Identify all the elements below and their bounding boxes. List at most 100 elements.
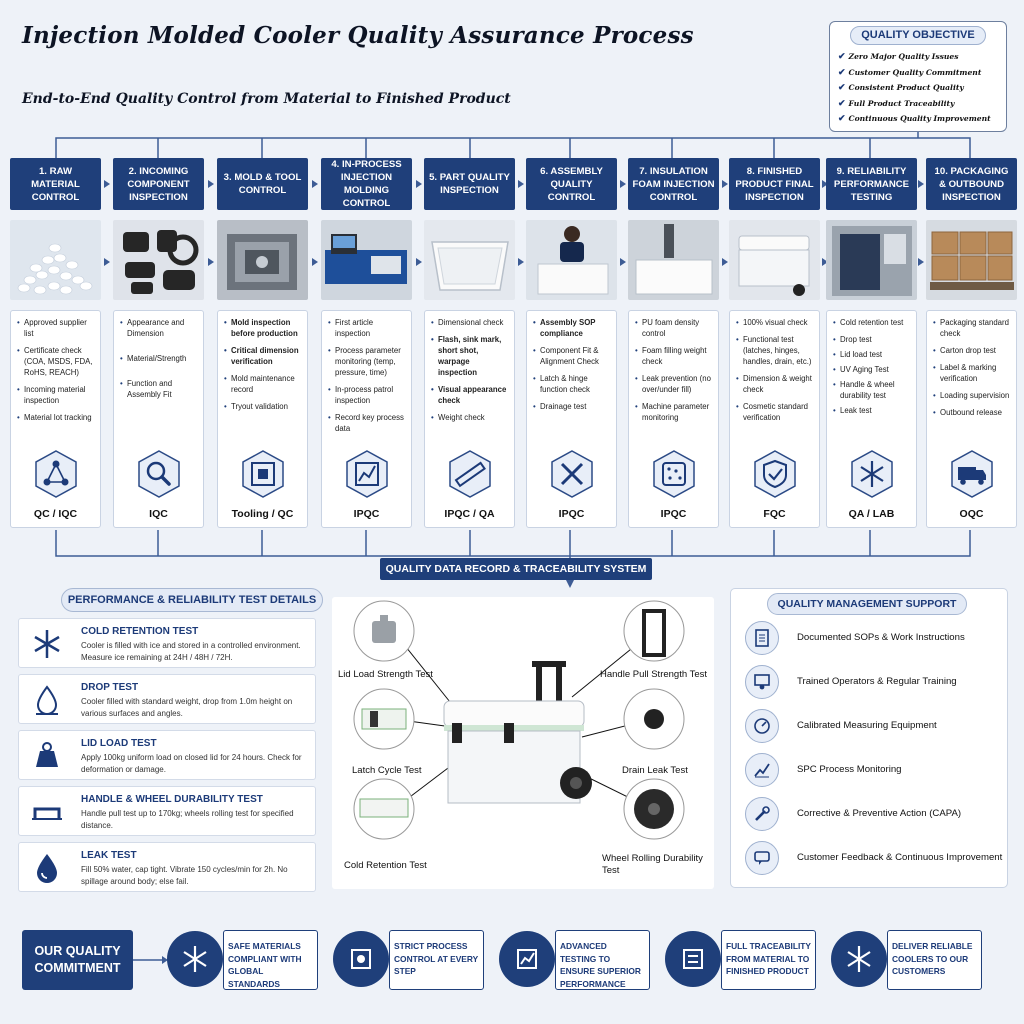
test-row-drop: DROP TEST Cooler filled with standard we… <box>18 674 316 724</box>
snowflake-icon <box>831 931 887 987</box>
molding-machine-photo <box>321 220 412 300</box>
testing-icon <box>499 931 555 987</box>
quality-objective-heading: QUALITY OBJECTIVE <box>850 26 986 45</box>
drop-test-icon <box>23 679 71 721</box>
step-title: 3. MOLD & TOOL CONTROL <box>217 158 308 210</box>
step-bullet: Loading supervision <box>933 390 1011 401</box>
step-card: Approved supplier list Certificate check… <box>10 310 101 528</box>
step-tag: IPQC <box>558 508 585 520</box>
step-card: 100% visual check Functional test (latch… <box>729 310 820 528</box>
objective-item: ✔Continuous Quality Improvement <box>838 114 991 124</box>
check-icon: ✔ <box>838 114 846 124</box>
step-bullet: Approved supplier list <box>17 317 95 339</box>
label-latch-cycle: Latch Cycle Test <box>352 765 422 776</box>
test-title: LID LOAD TEST <box>81 738 157 749</box>
document-icon <box>745 621 779 655</box>
step-bullet: Drainage test <box>533 401 611 412</box>
step-bullet: Leak prevention (no over/under fill) <box>635 373 713 395</box>
step-bullet: Visual appearance check <box>431 384 509 406</box>
qms-item: Documented SOPs & Work Instructions <box>745 621 1000 657</box>
step-bullet: Certificate check (COA, MSDS, FDA, RoHS,… <box>17 345 95 378</box>
feedback-icon <box>745 841 779 875</box>
gauge-icon <box>745 709 779 743</box>
step-card: Dimensional check Flash, sink mark, shor… <box>424 310 515 528</box>
step-bullet: Process parameter monitoring (temp, pres… <box>328 345 406 378</box>
step-packaging: 10. PACKAGING & OUTBOUND INSPECTION Pack… <box>926 158 1017 530</box>
quality-commitment-label: OUR QUALITY COMMITMENT <box>22 930 133 990</box>
step-tag: OQC <box>959 508 984 520</box>
step-tag: IPQC <box>353 508 380 520</box>
commitment-text: SAFE MATERIALS COMPLIANT WITH GLOBAL STA… <box>223 930 318 990</box>
step-bullet: Latch & hinge function check <box>533 373 611 395</box>
step-bullet: Mold inspection before production <box>224 317 302 339</box>
test-chamber-photo <box>826 220 917 300</box>
process-icon <box>345 450 388 498</box>
step-tag: FQC <box>763 508 786 520</box>
commitment-text: DELIVER RELIABLE COOLERS TO OUR CUSTOMER… <box>887 930 982 990</box>
step-bullet: Incoming material inspection <box>17 384 95 406</box>
step-title: 9. RELIABILITY PERFORMANCE TESTING <box>826 158 917 210</box>
step-bullet: UV Aging Test <box>833 364 911 375</box>
cartons-photo <box>926 220 1017 300</box>
test-title: COLD RETENTION TEST <box>81 626 199 637</box>
step-bullet: Handle & wheel durability test <box>833 379 911 401</box>
step-title: 1. RAW MATERIAL CONTROL <box>10 158 101 210</box>
step-card: PU foam density control Foam filling wei… <box>628 310 719 528</box>
check-icon: ✔ <box>838 67 846 78</box>
step-bullet: Dimension & weight check <box>736 373 814 395</box>
test-title: LEAK TEST <box>81 850 137 861</box>
step-bullet: Dimensional check <box>431 317 509 328</box>
magnifier-icon <box>137 450 180 498</box>
truck-icon <box>950 450 993 498</box>
step-bullet: Component Fit & Alignment Check <box>533 345 611 367</box>
test-row-handle-wheel: HANDLE & WHEEL DURABILITY TEST Handle pu… <box>18 786 316 836</box>
quality-management-heading: QUALITY MANAGEMENT SUPPORT <box>767 593 967 615</box>
step-bullet: Foam filling weight check <box>635 345 713 367</box>
foam-injection-photo <box>628 220 719 300</box>
process-control-icon <box>333 931 389 987</box>
objective-item: ✔Zero Major Quality Issues <box>838 52 959 62</box>
step-bullet: Tryout validation <box>224 401 302 412</box>
step-raw-material: 1. RAW MATERIAL CONTROL Approved supplie… <box>10 158 101 530</box>
step-card: Mold inspection before production Critic… <box>217 310 308 528</box>
step-bullet: Carton drop test <box>933 345 1011 356</box>
step-bullet: Weight check <box>431 412 509 423</box>
objective-item: ✔Customer Quality Commitment <box>838 67 982 78</box>
step-bullet: Record key process data <box>328 412 406 434</box>
commitment-text: ADVANCED TESTING TO ENSURE SUPERIOR PERF… <box>555 930 650 990</box>
components-photo <box>113 220 204 300</box>
step-card: Assembly SOP compliance Component Fit & … <box>526 310 617 528</box>
step-bullet: Cosmetic standard verification <box>736 401 814 423</box>
qms-item: Calibrated Measuring Equipment <box>745 709 1000 745</box>
step-bullet: Label & marking verification <box>933 362 1011 384</box>
test-description: Cooler is filled with ice and stored in … <box>81 641 301 662</box>
step-bullet: Outbound release <box>933 407 1011 418</box>
step-title: 7. INSULATION FOAM INJECTION CONTROL <box>628 158 719 210</box>
water-drop-icon <box>23 847 71 889</box>
mold-photo <box>217 220 308 300</box>
step-bullet: Appearance and Dimension <box>120 317 198 339</box>
test-title: HANDLE & WHEEL DURABILITY TEST <box>81 794 263 805</box>
training-icon <box>745 665 779 699</box>
step-bullet: Machine parameter monitoring <box>635 401 713 423</box>
step-tag: IQC <box>149 508 168 520</box>
step-bullet: In-process patrol inspection <box>328 384 406 406</box>
commitment-text: FULL TRACEABILITY FROM MATERIAL TO FINIS… <box>721 930 816 990</box>
step-title: 8. FINISHED PRODUCT FINAL INSPECTION <box>729 158 820 210</box>
page-subtitle: End-to-End Quality Control from Material… <box>22 91 511 107</box>
step-title: 2. INCOMING COMPONENT INSPECTION <box>113 158 204 210</box>
performance-tests-heading: PERFORMANCE & RELIABILITY TEST DETAILS <box>61 588 323 612</box>
traceability-bar: QUALITY DATA RECORD & TRACEABILITY SYSTE… <box>380 558 652 580</box>
chart-icon <box>745 753 779 787</box>
step-card: Packaging standard check Carton drop tes… <box>926 310 1017 528</box>
label-handle-pull: Handle Pull Strength Test <box>600 669 708 680</box>
shield-check-icon <box>753 450 796 498</box>
step-bullet: Mold maintenance record <box>224 373 302 395</box>
test-row-leak: LEAK TEST Fill 50% water, cap tight. Vib… <box>18 842 316 892</box>
step-bullet: Packaging standard check <box>933 317 1011 339</box>
step-tag: QC / IQC <box>33 508 78 520</box>
step-bullet: PU foam density control <box>635 317 713 339</box>
page-title: Injection Molded Cooler Quality Assuranc… <box>22 22 694 49</box>
test-description: Handle pull test up to 170kg; wheels rol… <box>81 809 294 830</box>
step-title: 5. PART QUALITY INSPECTION <box>424 158 515 210</box>
